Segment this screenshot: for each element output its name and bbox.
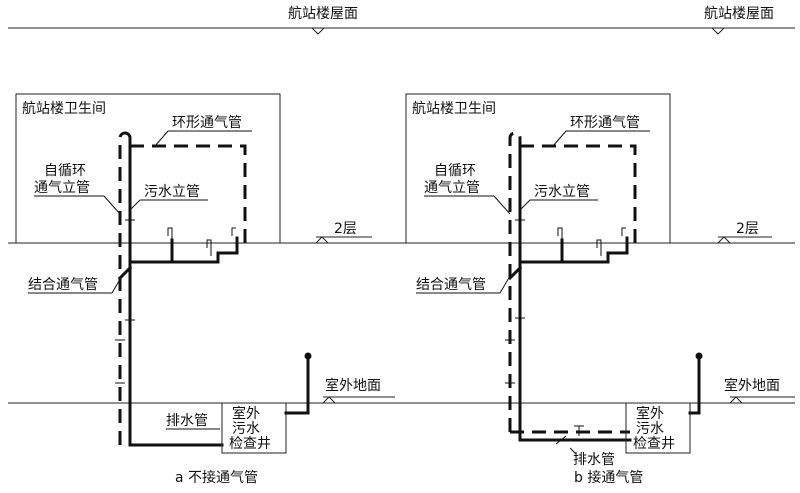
floor-marker-a: [315, 236, 329, 244]
self-vent-pointer-a: [103, 195, 121, 215]
roof-elevation-marker-a: [311, 27, 325, 35]
self-vent-label-a1: 自循环: [44, 163, 86, 179]
drain-pipe-label-b: 排水管: [573, 452, 615, 468]
combo-vent-pointer-a: [111, 275, 123, 294]
well-label-a3: 检查井: [229, 436, 271, 452]
self-vent-stack-a: [118, 131, 132, 445]
soil-stack-label-a: 污水立管: [144, 184, 200, 200]
well-label-b1: 室外: [636, 405, 664, 422]
roof-label-b: 航站楼屋面: [704, 6, 774, 22]
ground-label-a: 室外地面: [325, 377, 381, 394]
combo-vent-b: [507, 265, 523, 281]
well-label-a1: 室外: [232, 405, 260, 422]
soil-stack-pointer-b: [519, 199, 531, 211]
loop-vent-pointer-b: [552, 130, 567, 147]
fixture-a2: [206, 239, 212, 256]
soil-stack-a: [128, 136, 170, 447]
loop-vent-label-a: 环形通气管: [172, 115, 242, 131]
well-label-b2: 污水: [636, 421, 664, 437]
soil-stack-pointer-a: [129, 199, 141, 211]
roof-label-a: 航站楼屋面: [288, 6, 358, 22]
roof-elevation-marker-b: [711, 27, 725, 35]
outlet-cap-a: [304, 352, 312, 360]
washroom-label-a: 航站楼卫生间: [22, 101, 106, 117]
caption-b: b 接通气管: [574, 469, 643, 486]
combo-vent-label-b: 结合通气管: [416, 277, 486, 293]
self-vent-label-a2: 通气立管: [34, 180, 90, 196]
floor-label-b: 2层: [736, 221, 759, 237]
soil-stack-label-b: 污水立管: [534, 184, 590, 200]
drain-marker-b3: [555, 435, 567, 445]
self-vent-label-b1: 自循环: [434, 163, 476, 179]
fixture-b1: [557, 227, 563, 240]
fixture-b2: [596, 239, 602, 256]
floor-label-a: 2层: [334, 221, 357, 237]
outlet-pipe-a: [284, 356, 310, 415]
panel-b: 航站楼屋面 航站楼卫生间 2层 室外地面 室外 污水 检查井: [395, 6, 795, 486]
floor-marker-b: [717, 236, 731, 244]
combo-vent-pointer-b: [499, 275, 511, 294]
soil-stack-b: [518, 136, 562, 442]
self-vent-label-b2: 通气立管: [424, 180, 480, 196]
well-label-a2: 污水: [232, 421, 260, 437]
loop-vent-label-b: 环形通气管: [570, 115, 640, 131]
self-vent-stack-b: [508, 131, 522, 432]
inspection-well-b: [625, 402, 691, 454]
ground-marker-b: [729, 396, 743, 404]
drain-pipe-label-a: 排水管: [166, 413, 208, 429]
outlet-pipe-b: [688, 356, 701, 415]
combo-vent-label-a: 结合通气管: [28, 277, 98, 293]
loop-vent-b: [520, 144, 637, 243]
ground-label-b: 室外地面: [724, 377, 780, 394]
self-vent-pointer-b: [493, 195, 511, 215]
loop-vent-a: [130, 144, 247, 243]
inspection-well-a: [221, 402, 287, 454]
fixture-a3: [231, 227, 236, 236]
washroom-label-b: 航站楼卫生间: [412, 101, 496, 117]
caption-a: a 不接通气管: [175, 469, 258, 486]
branch-pipe-b: [518, 236, 629, 264]
outlet-cap-b: [695, 352, 703, 360]
branch-pipe-a: [128, 236, 239, 264]
loop-vent-pointer-a: [154, 130, 169, 147]
fixture-b3: [621, 227, 626, 236]
drain-pipe-leader-b: [569, 447, 577, 455]
fixture-a1: [167, 227, 173, 240]
panel-a: 航站楼屋面 航站楼卫生间 2层 室外地面: [8, 6, 395, 486]
well-label-b3: 检查井: [633, 436, 675, 452]
ground-marker-a: [322, 396, 336, 404]
